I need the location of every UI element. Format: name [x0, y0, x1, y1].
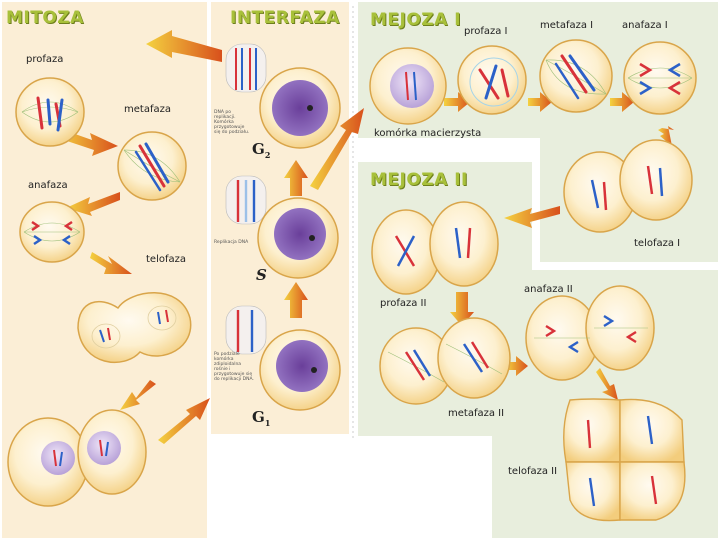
label-mejoza1-metafaza: metafaza I	[540, 20, 594, 31]
label-mitoza-telofaza: telofaza	[146, 254, 186, 265]
arrow-anaphase-to-telophase	[90, 252, 132, 274]
title-mitoza: MITOZA	[6, 8, 84, 28]
label-mitoza-anafaza: anafaza	[28, 180, 68, 191]
arrow-telophase-to-daughters	[120, 380, 156, 410]
arrow-m2-down2	[596, 368, 618, 400]
label-mejoza1-anafaza: anafaza I	[622, 20, 668, 31]
label-mejoza2-metafaza: metafaza II	[448, 408, 505, 419]
note-interfaza-g1: Po podziale komórka zdiploidalna rośnie …	[214, 352, 254, 382]
cell-mitoza-profaza	[15, 77, 85, 147]
cell-mejoza1-profaza	[457, 45, 527, 115]
label-mitoza-metafaza: metafaza	[124, 104, 171, 115]
cell-mitoza-metafaza	[117, 131, 187, 201]
arrow-g1-to-s	[284, 282, 308, 318]
cell-mejoza2-telofaza	[563, 398, 686, 522]
arrow-s-to-g2	[284, 160, 308, 196]
label-mejoza2-anafaza: anafaza II	[524, 284, 573, 295]
arrow-m1-to-m2	[504, 206, 560, 228]
label-interfaza-s: S	[256, 266, 267, 284]
cell-mitoza-telofaza	[77, 292, 192, 364]
cell-mitoza-daughters	[7, 409, 147, 507]
cell-mejoza2-anafaza	[525, 285, 655, 381]
arrow-m1-3	[610, 92, 634, 112]
label-mejoza2-profaza: profaza II	[380, 298, 427, 309]
label-interfaza-g1: G1	[252, 408, 271, 428]
title-interfaza: INTERFAZA	[230, 8, 340, 28]
title-mejoza1: MEJOZA I	[370, 10, 462, 30]
arrow-metaphase-to-anaphase	[66, 192, 120, 216]
cell-interfaza-g2	[225, 43, 341, 149]
arrow-g2-to-mejoza	[310, 108, 364, 190]
label-mejoza1-mother-cell: komórka macierzysta	[374, 128, 482, 139]
flow-arrows	[58, 30, 674, 444]
arrow-interfaza-to-mitoza	[146, 30, 222, 62]
label-interfaza-g2: G2	[252, 140, 271, 160]
arrow-daughters-to-g1	[158, 398, 210, 444]
arrow-m1-4	[658, 126, 674, 146]
cell-mejoza1-telofaza	[563, 139, 693, 233]
note-interfaza-g2: DNA po replikacji. Komórka przygotowuje …	[214, 110, 250, 135]
cell-mejoza2-profaza	[371, 201, 499, 295]
label-mitoza-profaza: profaza	[26, 54, 64, 65]
cell-interfaza-g1	[225, 305, 341, 411]
cell-mejoza1-metafaza	[539, 39, 613, 113]
cell-interfaza-s	[225, 175, 339, 279]
title-mejoza2: MEJOZA II	[370, 170, 468, 190]
cell-mejoza1-anafaza	[623, 41, 697, 115]
arrow-m2-down	[450, 292, 474, 326]
cell-mejoza1-mother	[369, 47, 447, 125]
label-mejoza2-telofaza: telofaza II	[508, 466, 558, 477]
note-interfaza-s: Replikacja DNA	[214, 240, 249, 245]
cell-mejoza2-metafaza	[379, 317, 511, 405]
cell-mitoza-anafaza	[19, 201, 85, 263]
arrow-m2-right	[506, 356, 528, 376]
label-mejoza1-profaza: profaza I	[464, 26, 508, 37]
label-mejoza1-telofaza: telofaza I	[634, 238, 681, 249]
